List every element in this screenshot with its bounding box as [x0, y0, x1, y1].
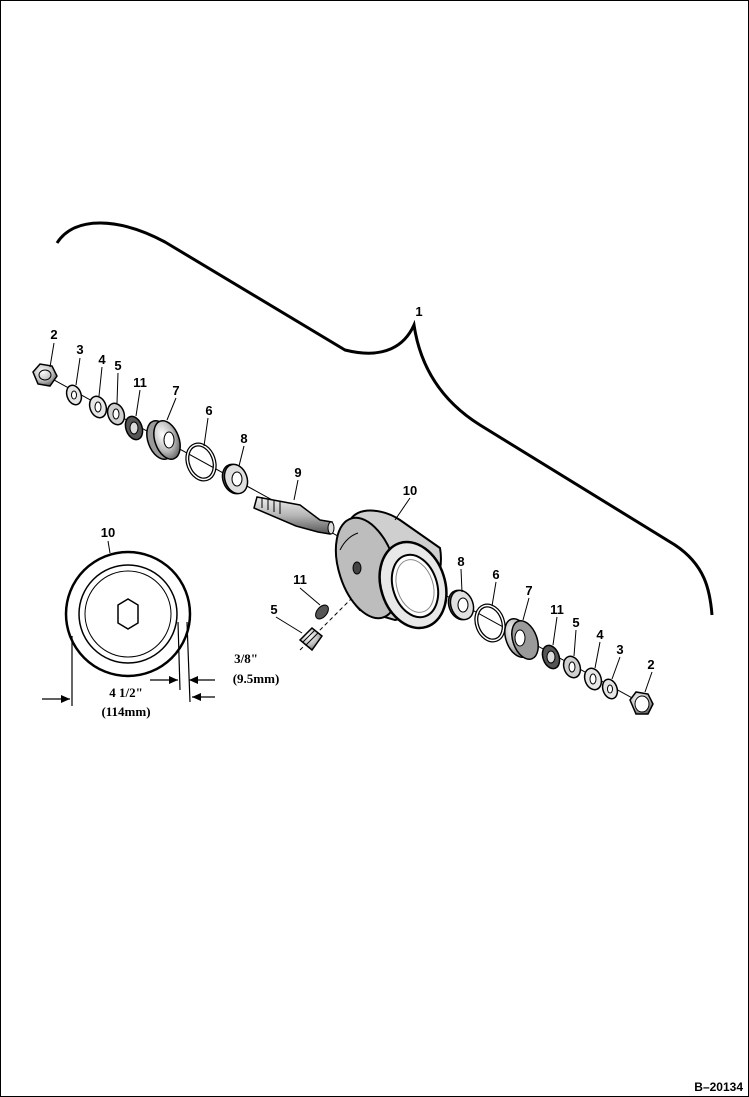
flat-washer-right [601, 678, 619, 700]
snap-ring-right [474, 603, 506, 643]
spacer-left [106, 402, 126, 426]
callout-plug-11: 11 [293, 572, 307, 587]
callout-1: 1 [415, 304, 422, 319]
callout-center-10: 10 [403, 483, 417, 498]
shaft [253, 496, 335, 535]
detail-offset-label: 3/8" [234, 651, 258, 666]
callout-left-3: 3 [76, 342, 83, 357]
callout-left-11: 11 [133, 375, 147, 390]
seal-right [504, 618, 539, 660]
figure-number: B–20134 [694, 1080, 743, 1094]
roller-hub [334, 509, 448, 630]
callout-left-6: 6 [205, 403, 212, 418]
plug-o-ring [315, 604, 329, 620]
callout-detail-10: 10 [101, 525, 115, 540]
o-ring-right [541, 644, 561, 670]
callout-right-2: 2 [647, 657, 654, 672]
callout-left-5: 5 [114, 358, 121, 373]
callout-left-9: 9 [294, 465, 301, 480]
bearing-left [221, 463, 249, 495]
callout-plug-5: 5 [270, 602, 277, 617]
acorn-nut-right [629, 691, 654, 715]
thrust-washer-right [583, 667, 603, 691]
detail-offset-metric: (9.5mm) [233, 671, 280, 686]
callout-right-7: 7 [525, 583, 532, 598]
o-ring-left [124, 415, 144, 441]
callout-right-4: 4 [596, 627, 604, 642]
bearing-right [447, 589, 475, 621]
callout-right-6: 6 [492, 567, 499, 582]
assembly-brace [55, 221, 714, 616]
seal-left [146, 420, 181, 460]
spacer-right [562, 655, 582, 679]
detail-width-label: 4 1/2" [109, 685, 143, 700]
acorn-nut-left [32, 363, 58, 387]
callout-right-3: 3 [616, 642, 623, 657]
callout-right-5: 5 [572, 615, 579, 630]
flat-washer-left [65, 384, 83, 406]
detail-width-metric: (114mm) [101, 704, 150, 719]
callout-right-8: 8 [457, 554, 464, 569]
callout-left-8: 8 [240, 431, 247, 446]
callout-right-11: 11 [550, 602, 564, 617]
callout-left-2: 2 [50, 327, 57, 342]
fill-plug [298, 626, 324, 652]
callout-left-7: 7 [172, 383, 179, 398]
leader-lines [49, 342, 653, 693]
detail-view: 10 [42, 525, 215, 706]
callout-left-4: 4 [98, 352, 106, 367]
thrust-washer-left [88, 395, 108, 419]
snap-ring-left [185, 442, 217, 482]
